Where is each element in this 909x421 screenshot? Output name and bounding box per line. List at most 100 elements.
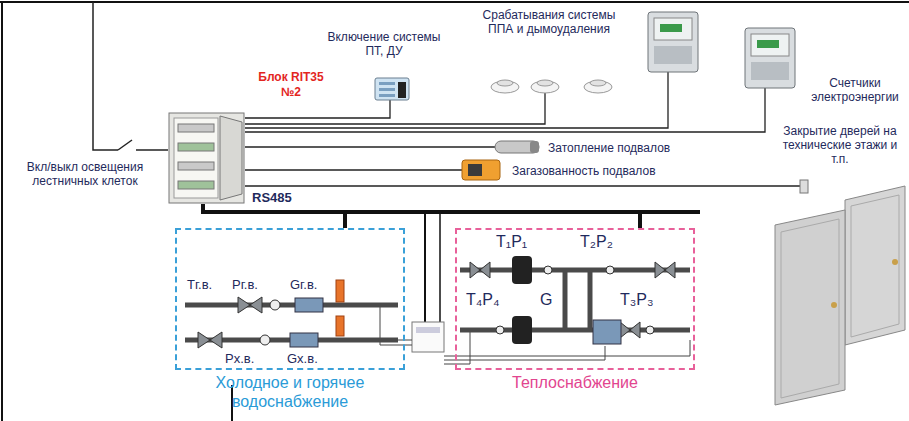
sensor-label: T₁P₁ <box>496 232 546 251</box>
keypad-icon-part <box>379 94 395 97</box>
heat-pipes-part <box>606 266 614 274</box>
heat-pipes-part <box>544 266 552 274</box>
electricity-meters-part <box>660 24 682 32</box>
gas-sensor-part <box>462 160 500 180</box>
signal-wires-part <box>245 185 800 186</box>
heat-pipes-part <box>470 262 490 278</box>
doors-part <box>775 210 845 405</box>
group-caption: Холодное и горячее водоснабжение <box>177 373 403 411</box>
controller-part <box>416 327 440 333</box>
doors-label: Закрытие дверей на технические этажи и т… <box>776 124 904 166</box>
heat-pipes-part <box>563 270 568 330</box>
electricity-meters-part <box>745 28 795 88</box>
rs485-bus <box>203 204 640 228</box>
water-pipes-part <box>238 297 262 313</box>
din-rail-module <box>178 181 214 189</box>
electricity-meters-part <box>654 18 692 40</box>
sensor-label: Рг.в. <box>232 277 272 293</box>
signal-wires-part <box>245 146 495 147</box>
light-switch-wire-part <box>118 140 132 150</box>
din-rail-module <box>178 162 214 170</box>
sensor-label: T₂P₂ <box>580 232 630 251</box>
group-caption: Теплоснабжение <box>457 373 693 392</box>
cabinet-title: Блок RIT35 №2 <box>248 70 334 100</box>
flood-label: Затопление подвалов <box>548 141 698 155</box>
heat-pipes-part <box>460 328 690 333</box>
cabinet-body <box>169 113 244 203</box>
doors-part <box>781 219 839 398</box>
din-rail-module <box>178 124 214 132</box>
light-switch-wire-part <box>93 2 118 150</box>
water-pipes-part <box>198 332 222 348</box>
smoke-detectors <box>491 80 612 93</box>
controller-wires-part <box>444 340 690 356</box>
water-supply-group: Холодное и горячее водоснабжение <box>175 228 405 370</box>
cabinet-icon <box>168 112 245 204</box>
lighting-label: Вкл/выкл освещения лестничных клеток <box>18 160 152 188</box>
smoke-detectors-part <box>531 81 559 93</box>
water-pipes-part <box>336 316 344 336</box>
heat-pipes <box>460 256 690 344</box>
heat-pipes-part <box>646 326 654 334</box>
cabinet-door <box>220 116 242 200</box>
smoke-detectors-part <box>584 81 612 93</box>
heat-pipes-part <box>655 262 675 278</box>
water-pipes-part <box>185 303 398 308</box>
water-pipes-part <box>336 280 344 302</box>
controller <box>412 322 444 352</box>
smoke-detectors-part <box>537 80 553 86</box>
bus-label: RS485 <box>250 191 294 205</box>
heat-pipes-part <box>512 316 532 344</box>
heat-pipes-part <box>588 270 593 330</box>
flood-sensor-part <box>530 141 539 153</box>
doors-part <box>831 302 837 308</box>
keypad-icon-part <box>379 82 395 85</box>
controller-part <box>412 322 444 352</box>
sensor-label: Gх.в. <box>287 351 331 367</box>
signal-wires <box>245 72 800 186</box>
heat-pipes-part <box>620 322 640 338</box>
gas-sensor <box>462 160 500 180</box>
electricity-meters-part <box>654 46 692 64</box>
signal-wires-part <box>245 88 765 132</box>
gas-label: Загазованность подвалов <box>512 164 702 178</box>
water-pipes-part <box>290 333 318 347</box>
water-pipes-part <box>270 300 280 310</box>
sensor-label: T₄P₄ <box>466 290 516 309</box>
cabinet-interior <box>174 118 218 198</box>
sensor-label: G <box>540 290 556 309</box>
gas-sensor-part <box>468 164 482 176</box>
electricity-meters-part <box>751 34 789 56</box>
sensor-label: T₃P₃ <box>620 290 670 309</box>
flood-sensor-part <box>495 141 539 153</box>
light-switch-wire-part <box>136 149 168 151</box>
controller-wires-part <box>444 330 470 364</box>
doors-part <box>800 180 808 193</box>
heat-pipes-part <box>593 320 621 344</box>
rs485-bus <box>203 204 345 228</box>
light-switch-wire <box>93 2 168 150</box>
heat-pipes-part <box>512 256 532 284</box>
controller-wires <box>325 305 690 364</box>
meters-label: Счетчики электроэнергии <box>806 76 904 104</box>
control-cabinet: Блок RIT35 №2 <box>168 112 245 204</box>
sensor-label: Gг.в. <box>290 277 334 293</box>
doors-part <box>892 259 898 265</box>
smoke-system-label: Срабатывания системы ППА и дымоудаления <box>474 8 624 36</box>
doors <box>775 180 905 405</box>
keypad-icon-part <box>398 82 406 98</box>
electricity-meters-part <box>751 62 789 80</box>
fire-system-label: Включение системы ПТ, ДУ <box>322 30 446 58</box>
water-pipes-part <box>260 335 270 345</box>
signal-wires-part <box>245 169 462 170</box>
electricity-meters <box>648 12 795 88</box>
electricity-meters-part <box>757 40 779 48</box>
keypad-icon-part <box>379 88 395 91</box>
frame-part <box>1 2 3 421</box>
sensor-label: Тг.в. <box>187 277 227 293</box>
frame-part <box>0 1 909 3</box>
bus-extension-part <box>640 210 700 214</box>
smoke-detectors-part <box>590 80 606 86</box>
bus-extension-part <box>439 212 441 322</box>
